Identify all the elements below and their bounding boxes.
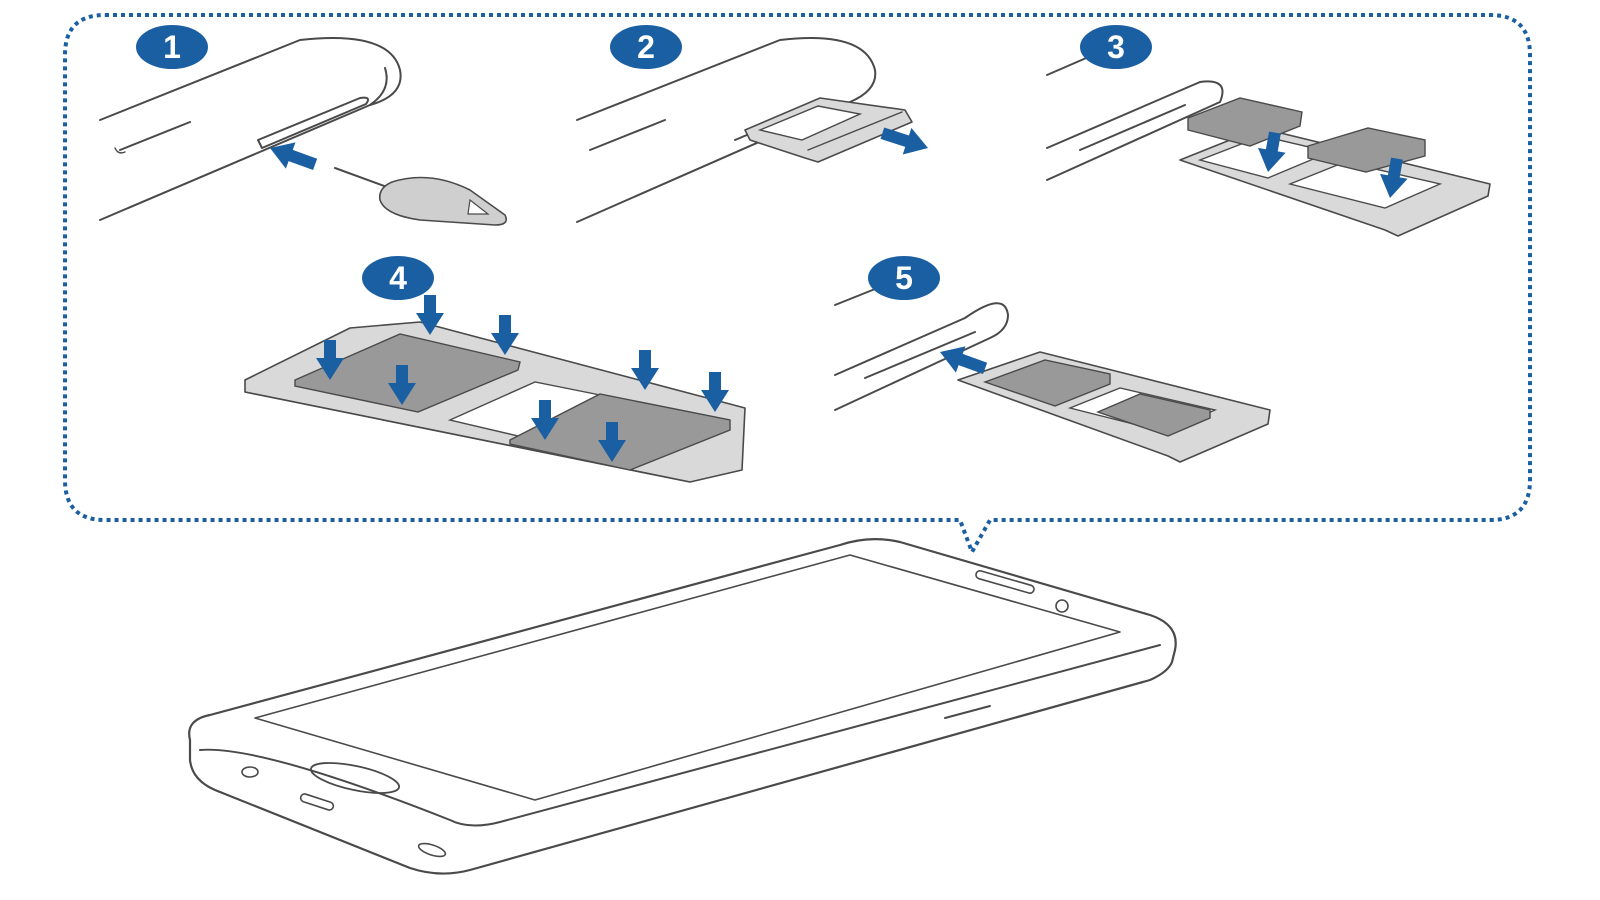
headphone-jack bbox=[241, 766, 259, 778]
usb-port bbox=[299, 793, 335, 811]
step-3-illustration bbox=[1046, 51, 1491, 237]
step-badge-4: 4 bbox=[362, 256, 434, 300]
phone-screen bbox=[254, 554, 1121, 801]
front-camera-icon bbox=[1055, 599, 1069, 613]
step-badge-2: 2 bbox=[610, 25, 682, 69]
insert-pin-arrow-icon bbox=[265, 134, 320, 178]
phone-illustration bbox=[188, 538, 1177, 875]
ejection-pin-icon bbox=[378, 176, 508, 226]
sim-card-slot-2 bbox=[509, 393, 731, 471]
step-badge-5: 5 bbox=[868, 256, 940, 300]
earpiece-speaker bbox=[975, 570, 1035, 594]
step-badge-1: 1 bbox=[136, 25, 208, 69]
svg-text:3: 3 bbox=[1107, 29, 1125, 65]
step-2-illustration bbox=[576, 37, 933, 223]
svg-text:2: 2 bbox=[637, 29, 655, 65]
s-pen-slot bbox=[417, 842, 447, 858]
svg-text:1: 1 bbox=[163, 29, 181, 65]
home-button bbox=[310, 762, 400, 794]
step-badge-3: 3 bbox=[1080, 25, 1152, 69]
svg-text:4: 4 bbox=[389, 260, 407, 296]
callout-border bbox=[63, 13, 1532, 557]
svg-text:5: 5 bbox=[895, 260, 913, 296]
sim-tray-slot bbox=[944, 705, 991, 719]
step-4-illustration bbox=[244, 295, 746, 483]
step-5-illustration bbox=[834, 284, 1271, 463]
step-1-illustration bbox=[99, 37, 508, 226]
